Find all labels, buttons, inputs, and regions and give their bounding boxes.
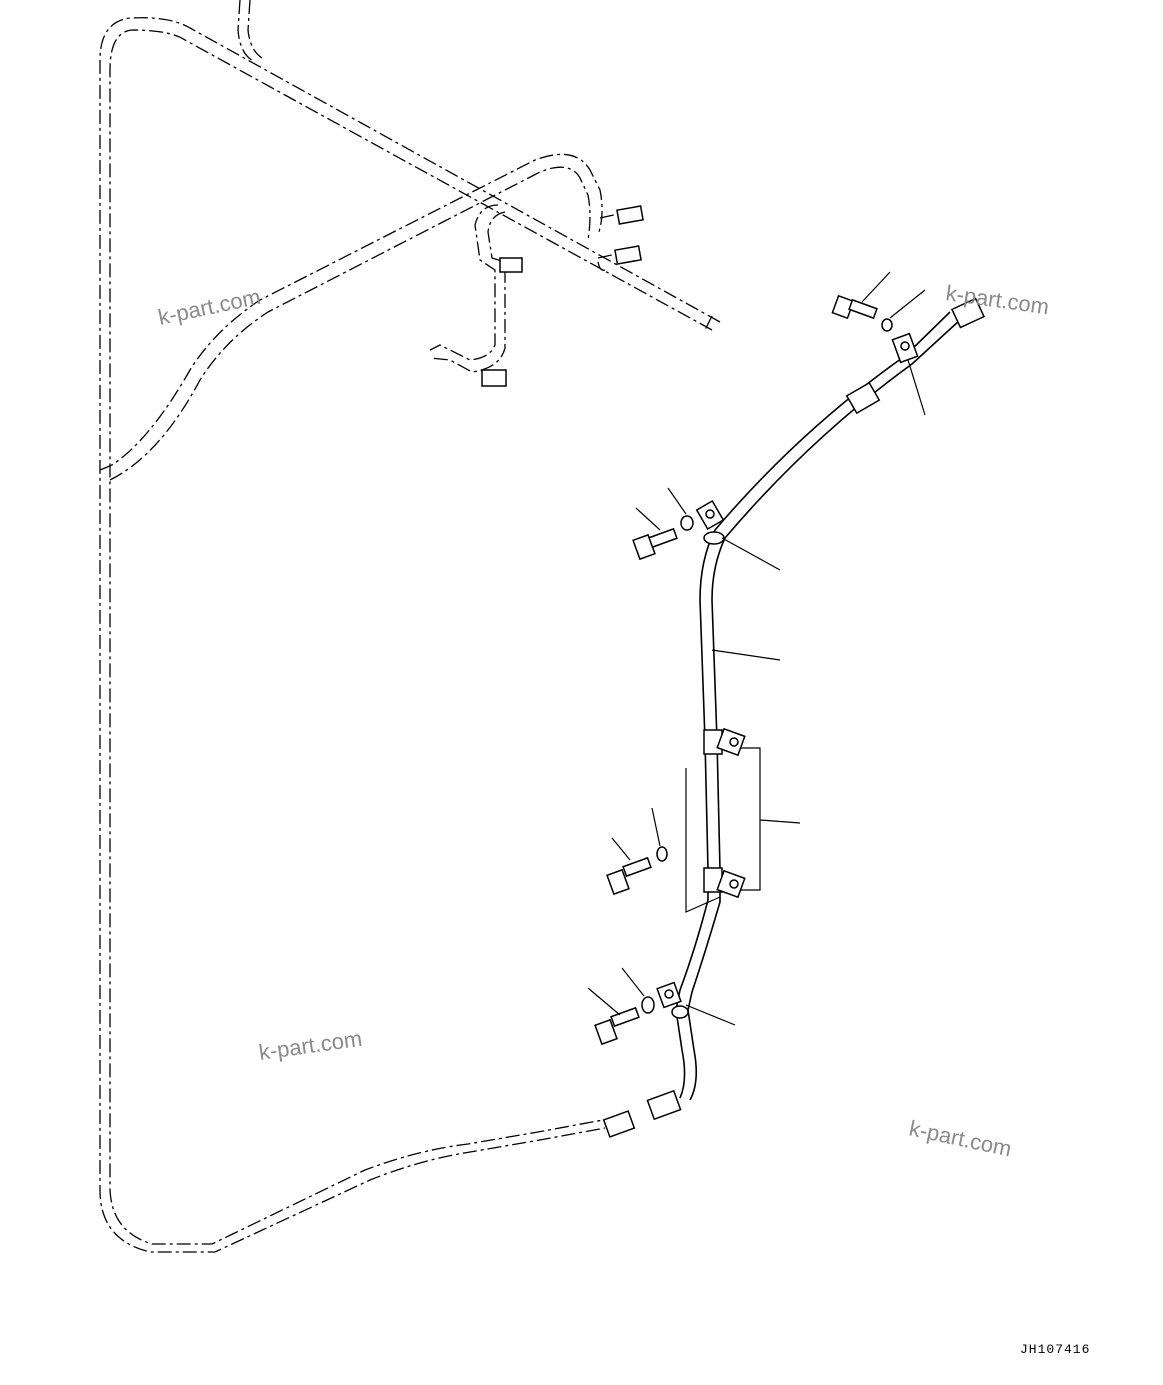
side-connector [845, 381, 881, 415]
new-harness [602, 297, 986, 1138]
outer-harness-line-b [109, 29, 713, 1245]
washer-4 [641, 996, 655, 1014]
top-connector [950, 297, 986, 329]
fasteners [594, 294, 893, 1046]
top-stub-harness [237, 0, 263, 63]
branch-harness-line-b [109, 166, 591, 481]
drawing-code: JH107416 [1020, 1342, 1090, 1357]
cable-main-b [687, 319, 961, 1101]
leader-washer-3 [651, 807, 661, 847]
hook-harness-b [429, 211, 506, 373]
leader-clamp-upper [721, 537, 781, 571]
ghost-connector-4 [481, 369, 507, 387]
existing-harness [99, 0, 721, 1253]
leader-clamp-top [907, 359, 926, 416]
ghost-connector-1 [616, 205, 644, 225]
clamp-upper [695, 499, 725, 545]
leader-bolt-2 [635, 507, 661, 531]
arrow-tip [703, 315, 713, 333]
cable-main-a [675, 311, 951, 1099]
bolt-4 [594, 1006, 640, 1046]
bolt-3 [606, 856, 652, 896]
watermark-1: k-part.com [156, 284, 263, 330]
leader-clamp-lower [685, 1004, 736, 1026]
ghost-connector-2 [614, 245, 642, 265]
washer-2 [680, 515, 694, 531]
ghost-connector-3 [499, 257, 523, 273]
clamp-lower [656, 981, 689, 1019]
leader-washer-4 [621, 967, 645, 997]
watermark-4: k-part.com [907, 1115, 1014, 1161]
group-bracket [685, 747, 801, 913]
clamp-top [891, 332, 919, 364]
leader-cable [711, 649, 781, 661]
leader-lines [587, 271, 926, 1026]
bolt-1 [831, 294, 878, 320]
leader-washer-1 [889, 289, 926, 319]
washer-1 [881, 318, 893, 332]
mating-plug [602, 1110, 636, 1138]
bolt-2 [632, 527, 678, 561]
clamp-middle-1 [703, 727, 746, 757]
leader-bolt-1 [861, 271, 891, 303]
ghost-lead-1 [597, 213, 619, 271]
outer-harness-line-a [99, 17, 721, 1253]
leader-bolt-4 [587, 987, 621, 1016]
leader-bolt-3 [611, 837, 631, 861]
clamp-middle-2 [703, 867, 746, 899]
leader-washer-2 [667, 487, 687, 515]
washer-3 [656, 846, 668, 862]
bottom-connector [646, 1089, 682, 1121]
branch-harness-line-a [99, 153, 603, 471]
hook-harness-a [429, 204, 499, 361]
watermark-3: k-part.com [257, 1026, 363, 1065]
